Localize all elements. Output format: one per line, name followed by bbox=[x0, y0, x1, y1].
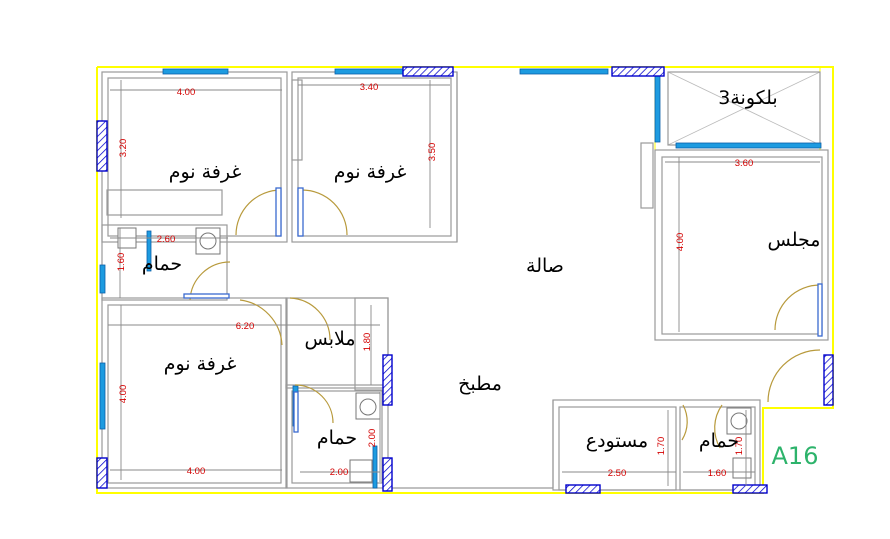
window bbox=[99, 264, 106, 294]
window bbox=[99, 362, 106, 430]
label-bath-3: حمام bbox=[699, 430, 739, 452]
dim-bath-1-width: 2.60 bbox=[157, 234, 176, 245]
dim-bedroom-3-depth: 4.00 bbox=[118, 385, 129, 404]
dim-bath-2-width: 2.00 bbox=[330, 467, 349, 478]
dim-bath-2-depth: 2.00 bbox=[367, 429, 378, 448]
dim-bedroom-2-depth: 3.50 bbox=[427, 143, 438, 162]
label-closet: ملابس bbox=[304, 328, 355, 350]
window bbox=[334, 68, 404, 75]
dim-storage-width: 2.50 bbox=[608, 468, 627, 479]
dim-bath-3-width: 1.60 bbox=[708, 468, 727, 479]
doors bbox=[183, 187, 823, 449]
window bbox=[372, 445, 378, 489]
window bbox=[519, 68, 609, 75]
hatched-windows bbox=[96, 66, 834, 494]
window bbox=[146, 230, 152, 272]
dimension-lines bbox=[108, 80, 820, 486]
room-labels: غرفة نوم غرفة نوم حمام صالة ملابس غرفة ن… bbox=[142, 87, 821, 452]
dim-majlis-depth: 4.00 bbox=[675, 233, 686, 252]
dim-bedroom-1-width: 4.00 bbox=[177, 87, 196, 98]
label-living: صالة bbox=[526, 255, 564, 277]
label-majlis: مجلس bbox=[768, 229, 821, 251]
toilet bbox=[349, 459, 373, 483]
label-storage: مستودع bbox=[586, 430, 648, 452]
toilet bbox=[732, 457, 752, 479]
dim-bedroom-3-bottom: 4.00 bbox=[187, 466, 206, 477]
dim-bedroom-2-width: 3.40 bbox=[360, 82, 379, 93]
dim-bath-1-depth: 1.60 bbox=[116, 253, 127, 272]
plan-id-label: A16 bbox=[772, 442, 819, 470]
windows bbox=[99, 68, 822, 489]
window bbox=[162, 68, 229, 75]
window bbox=[675, 142, 822, 149]
interior-walls bbox=[101, 71, 829, 491]
label-bath-1: حمام bbox=[142, 253, 182, 275]
dim-storage-depth: 1.70 bbox=[656, 437, 667, 456]
dim-bath-3-depth: 1.70 bbox=[734, 437, 745, 456]
window bbox=[654, 73, 661, 143]
label-bedroom-2: غرفة نوم bbox=[334, 161, 407, 183]
label-kitchen: مطبخ bbox=[458, 373, 502, 395]
dim-closet-depth: 1.80 bbox=[362, 333, 373, 352]
label-bedroom-1: غرفة نوم bbox=[169, 161, 242, 183]
fixtures bbox=[117, 227, 752, 483]
dim-bedroom-3-top: 6.20 bbox=[236, 321, 255, 332]
label-bath-2: حمام bbox=[317, 427, 357, 449]
label-balcony: بلكونة3 bbox=[718, 87, 777, 109]
label-bedroom-3: غرفة نوم bbox=[164, 353, 237, 375]
dimension-labels: 4.00 3.20 3.40 3.50 2.60 1.60 6.20 4.00 … bbox=[116, 82, 753, 479]
dim-bedroom-1-depth: 3.20 bbox=[118, 139, 129, 158]
dim-majlis-width: 3.60 bbox=[735, 158, 754, 169]
